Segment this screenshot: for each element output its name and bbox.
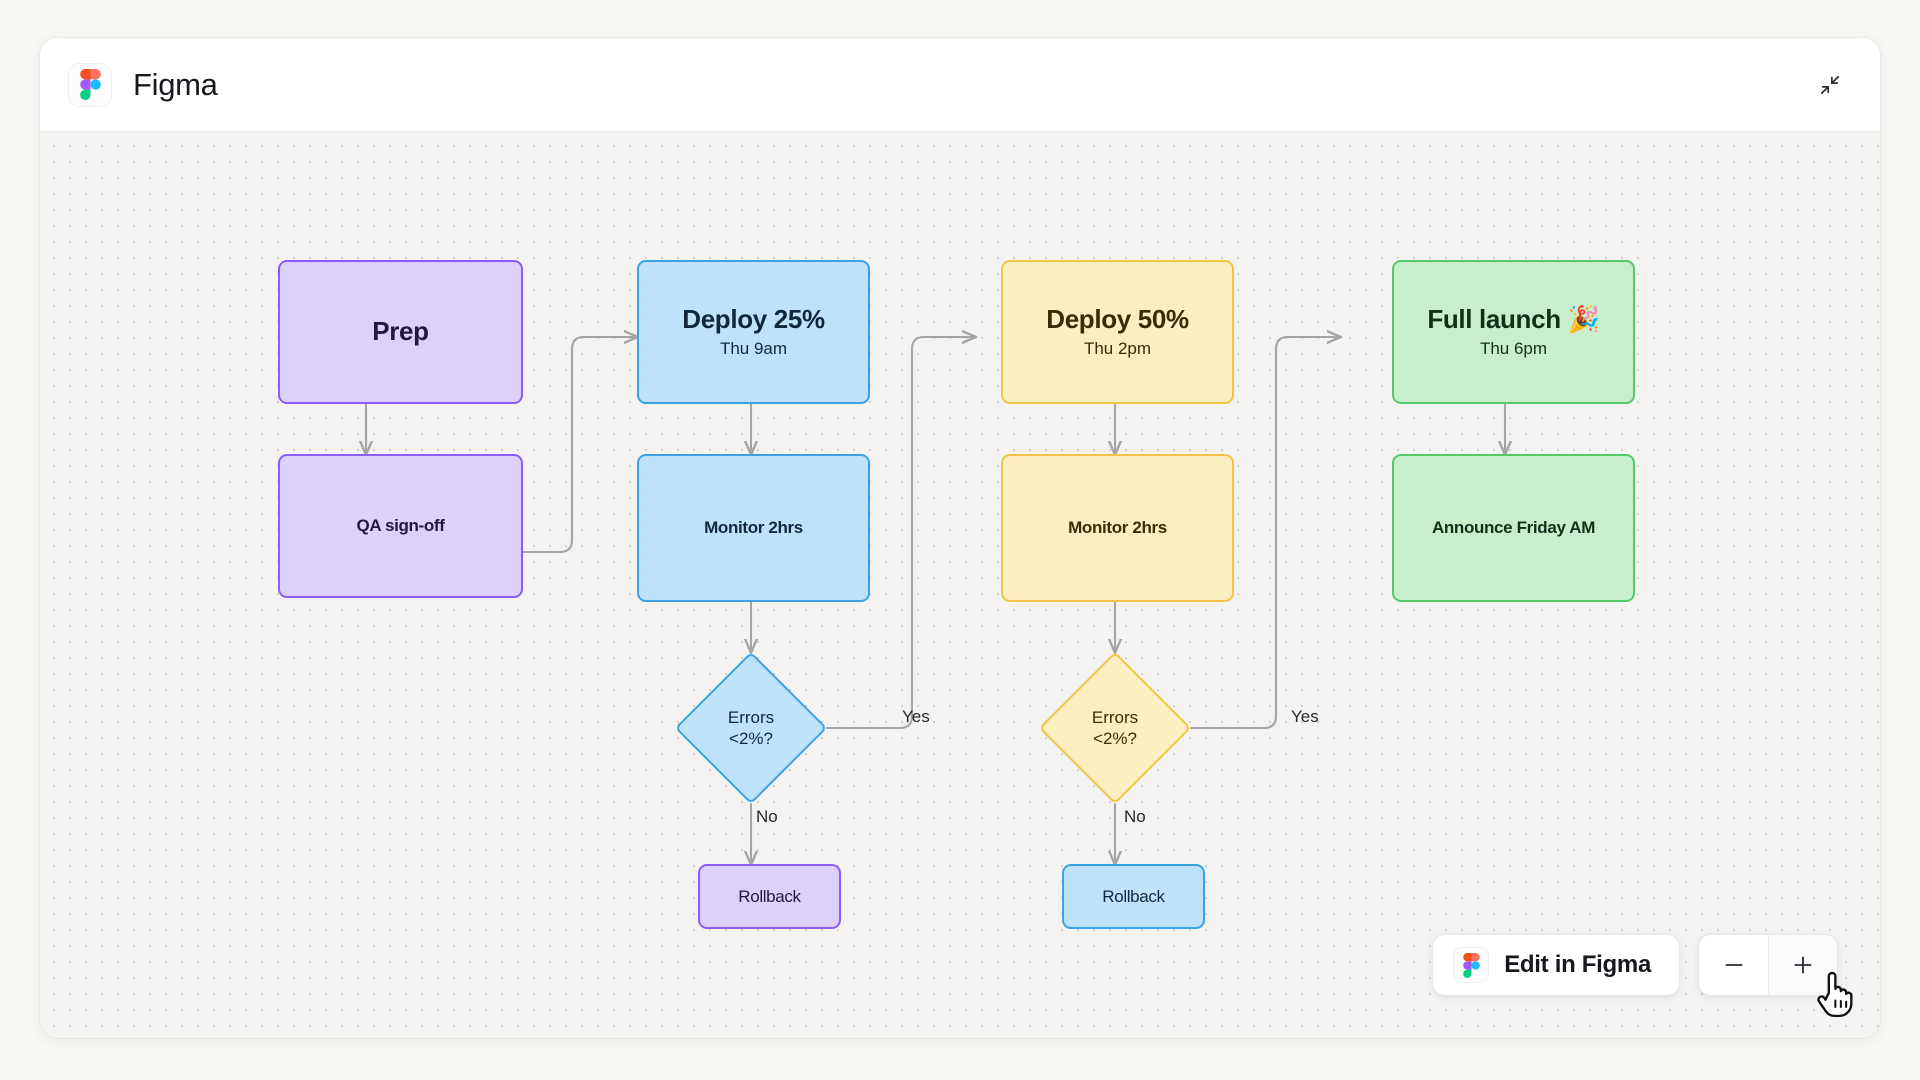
node-title: Monitor 2hrs <box>1068 518 1167 538</box>
edit-in-figma-button[interactable]: Edit in Figma <box>1432 934 1680 996</box>
node-title: QA sign-off <box>356 516 445 536</box>
node-title: Deploy 25% <box>682 303 825 334</box>
node-title: Deploy 50% <box>1046 303 1189 334</box>
node-title: Rollback <box>738 886 801 906</box>
node-announce[interactable]: Announce Friday AM <box>1392 454 1635 602</box>
figma-logo-icon <box>1453 947 1490 983</box>
node-rollback-2[interactable]: Rollback <box>1062 864 1205 929</box>
node-subtitle: Thu 9am <box>719 339 788 359</box>
node-title: Full launch 🎉 <box>1427 303 1600 334</box>
node-qa-signoff[interactable]: QA sign-off <box>278 454 523 598</box>
node-monitor-1[interactable]: Monitor 2hrs <box>637 454 870 602</box>
decision-line-1: Errors <box>727 707 775 727</box>
decision-errors-1[interactable]: Errors <2%? <box>674 651 828 805</box>
edge-qa-to-deploy25 <box>490 337 637 554</box>
decision-line-2: <2%? <box>1093 729 1137 748</box>
figma-embed-window: Figma <box>40 38 1880 1038</box>
node-title: Prep <box>372 316 429 347</box>
decision-errors-2[interactable]: Errors <2%? <box>1038 651 1192 805</box>
edge-label-yes-2: Yes <box>1291 707 1319 726</box>
node-subtitle: Thu 6pm <box>1479 339 1548 359</box>
edge-label-no-2: No <box>1124 807 1146 826</box>
edge-layer <box>40 132 1880 1038</box>
zoom-controls <box>1698 934 1838 996</box>
page-title: Figma <box>133 66 218 102</box>
node-monitor-2[interactable]: Monitor 2hrs <box>1001 454 1234 602</box>
node-prep[interactable]: Prep <box>278 260 523 404</box>
collapse-diagonal-icon[interactable] <box>1812 67 1848 103</box>
node-title: Announce Friday AM <box>1431 518 1596 538</box>
window-titlebar: Figma <box>40 38 1880 132</box>
edge-label-yes-1: Yes <box>902 707 930 726</box>
decision-line-1: Errors <box>1091 707 1139 727</box>
decision-label: Errors <2%? <box>1061 674 1169 782</box>
node-rollback-1[interactable]: Rollback <box>698 864 841 929</box>
diagram-canvas[interactable]: Prep QA sign-off Rollback Deploy 25% Thu… <box>40 132 1880 1038</box>
node-deploy-25[interactable]: Deploy 25% Thu 9am <box>637 260 870 404</box>
edge-label-no-1: No <box>756 807 778 826</box>
figma-logo-icon <box>68 62 112 107</box>
node-deploy-50[interactable]: Deploy 50% Thu 2pm <box>1001 260 1234 404</box>
minus-icon[interactable] <box>1699 935 1768 995</box>
node-title: Rollback <box>1102 886 1165 906</box>
decision-label: Errors <2%? <box>697 674 805 782</box>
node-subtitle: Thu 2pm <box>1083 339 1152 359</box>
edge-errors1-yes-to-deploy50 <box>825 337 975 730</box>
edge-errors2-yes-to-fulllaunch <box>1189 337 1340 730</box>
node-title: Monitor 2hrs <box>704 518 803 538</box>
node-full-launch[interactable]: Full launch 🎉 Thu 6pm <box>1392 260 1635 404</box>
decision-line-2: <2%? <box>729 729 773 748</box>
edit-in-figma-label: Edit in Figma <box>1504 951 1651 978</box>
plus-icon[interactable] <box>1768 935 1837 995</box>
